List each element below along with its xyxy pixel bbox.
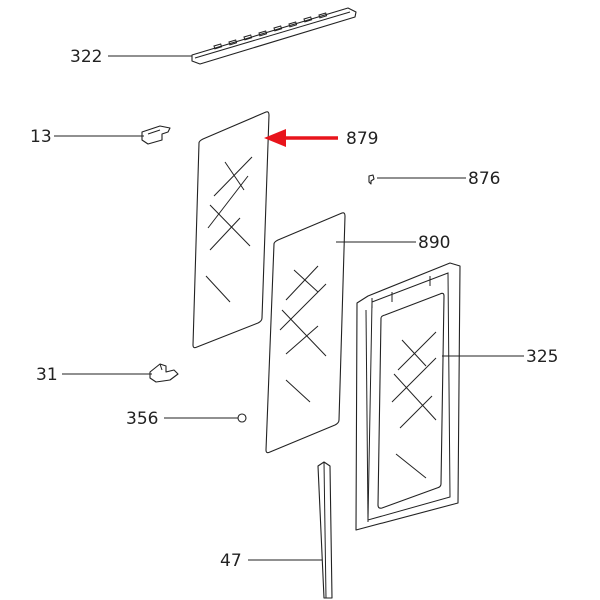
callout-labels: 322 13 879 876 890 325 31 356 47 [30, 47, 558, 571]
part-890-glass-pane[interactable] [265, 212, 346, 454]
callout-879: 879 [346, 129, 378, 149]
part-13-bracket[interactable] [141, 125, 171, 145]
callout-13: 13 [30, 127, 52, 147]
callout-322: 322 [70, 47, 102, 67]
part-356-nut[interactable] [237, 413, 247, 423]
leader-lines [54, 55, 524, 561]
part-325-door-frame[interactable] [355, 262, 461, 531]
part-47-trim-strip[interactable] [317, 461, 333, 599]
highlight-arrow [264, 129, 338, 147]
part-876-clip[interactable] [368, 174, 375, 185]
part-322-top-rail[interactable] [191, 7, 357, 65]
rail-slots [213, 12, 328, 50]
callout-325: 325 [526, 347, 558, 367]
callout-356: 356 [126, 409, 158, 429]
callout-876: 876 [468, 169, 500, 189]
part-31-hinge[interactable] [149, 363, 179, 383]
callout-890: 890 [418, 233, 450, 253]
callout-31: 31 [36, 365, 58, 385]
callout-47: 47 [220, 551, 242, 571]
part-879-glass-pane[interactable] [192, 111, 270, 349]
